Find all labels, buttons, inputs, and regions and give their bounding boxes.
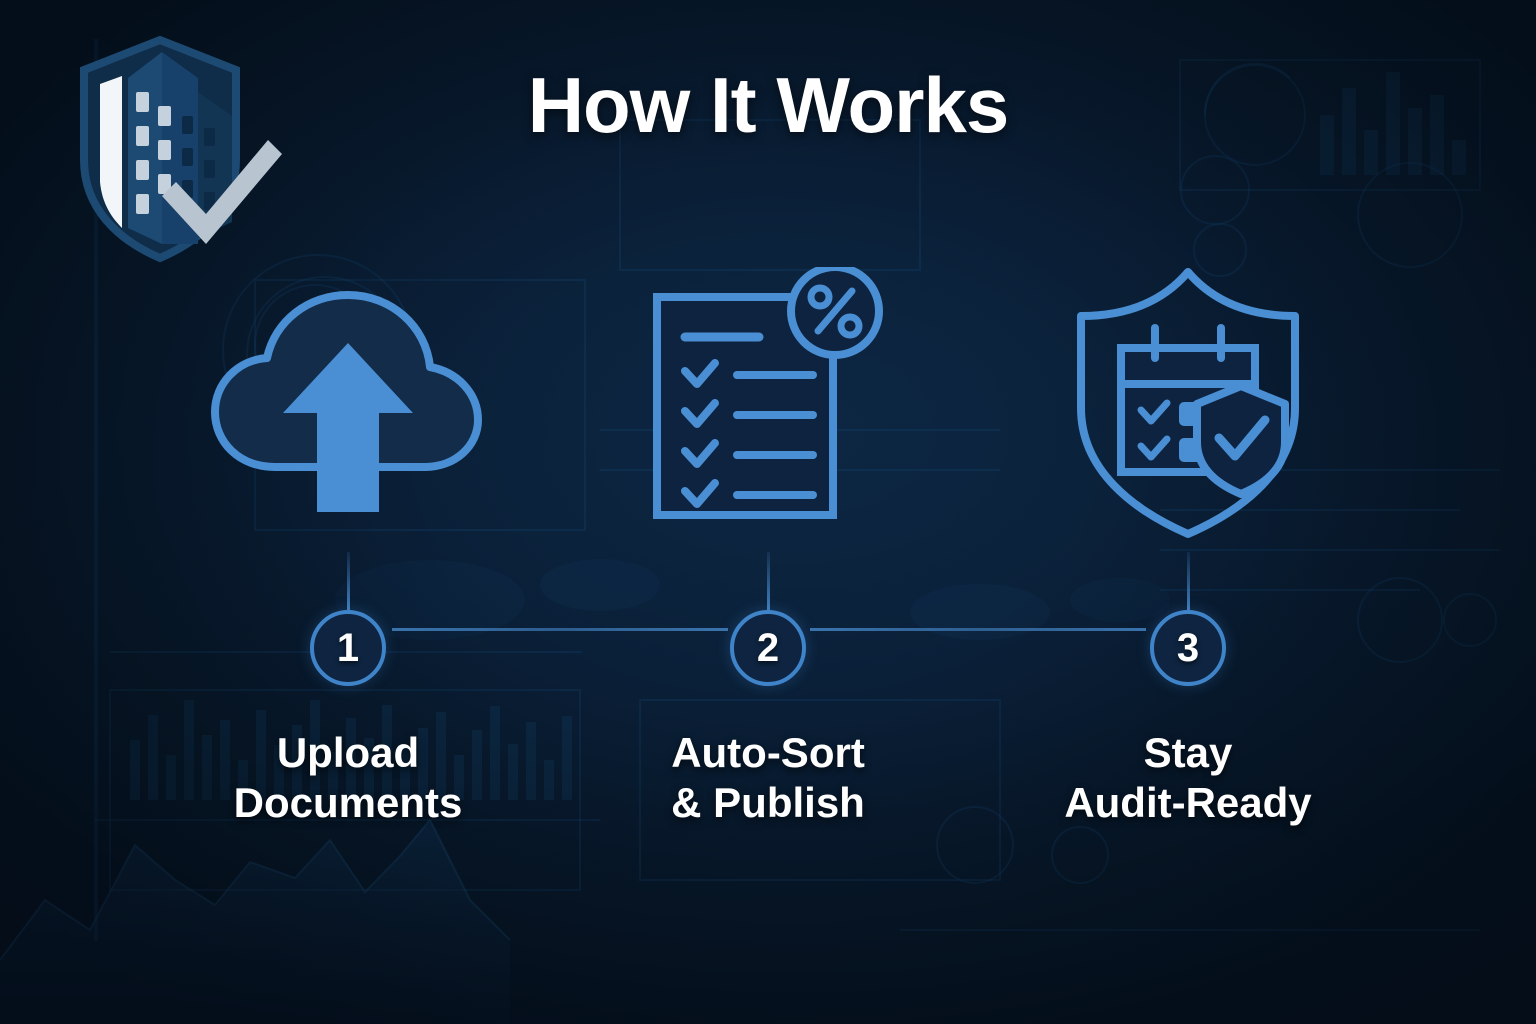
- step-stem-2: [766, 552, 770, 610]
- step-number-3[interactable]: 3: [1150, 610, 1226, 686]
- step-1[interactable]: 1 Upload Documents: [138, 252, 558, 827]
- step-number-2[interactable]: 2: [730, 610, 806, 686]
- shield-calendar-check-icon: [1063, 252, 1313, 552]
- step-stem-1: [346, 552, 350, 610]
- step-stem-3: [1186, 552, 1190, 610]
- step-2[interactable]: 2 Auto-Sort & Publish: [558, 252, 978, 827]
- steps-row: 1 Upload Documents: [0, 252, 1536, 852]
- step-label-1: Upload Documents: [233, 729, 463, 826]
- step-number-1[interactable]: 1: [310, 610, 386, 686]
- step-label-2: Auto-Sort & Publish: [671, 729, 865, 826]
- cloud-upload-icon: [203, 252, 493, 552]
- step-3[interactable]: 3 Stay Audit-Ready: [978, 252, 1398, 827]
- shield-building-check-logo: [72, 32, 282, 267]
- step-label-3: Stay Audit-Ready: [1064, 729, 1312, 826]
- page-title: How It Works: [527, 61, 1010, 149]
- document-checklist-percent-icon: [643, 252, 893, 552]
